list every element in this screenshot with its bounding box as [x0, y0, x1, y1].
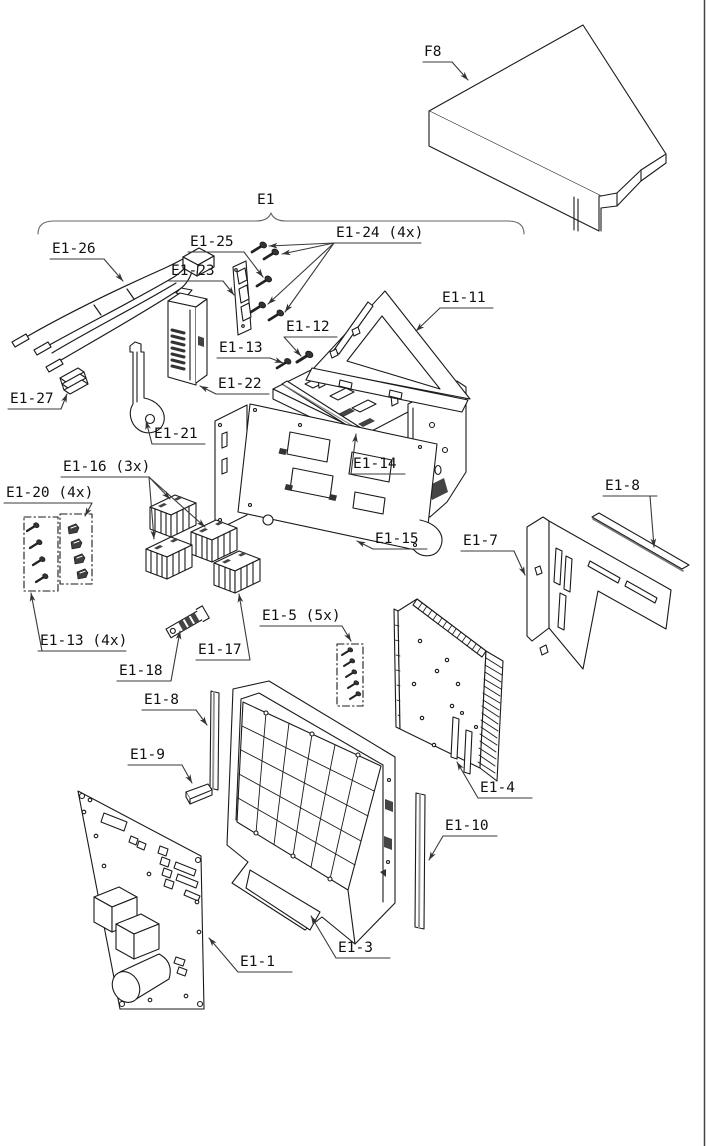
- part-e1-13-screw: [275, 355, 294, 370]
- part-label-e1-26: E1-26: [52, 241, 96, 257]
- part-e1-20-clip-box: [59, 513, 93, 585]
- part-e1-13-screw-box: [23, 516, 59, 592]
- part-e1-8-strip-lower: [209, 690, 220, 791]
- part-label-e1: E1: [257, 192, 275, 208]
- part-label-e1-3: E1-3: [338, 940, 373, 956]
- part-e1-3-chassis: [226, 680, 396, 945]
- part-label-e1-8-lower: E1-8: [144, 692, 179, 708]
- part-e1-21-bracket: [129, 341, 165, 434]
- part-e1-4-heatsink: [393, 598, 504, 782]
- part-label-e1-13: E1-13: [219, 340, 263, 356]
- part-e1-22-module: [167, 287, 208, 386]
- part-e1-23-pcb: [232, 260, 252, 336]
- part-label-e1-20: E1-20 (4x): [6, 485, 94, 501]
- part-label-e1-23: E1-23: [171, 263, 215, 279]
- part-label-e1-25: E1-25: [190, 234, 234, 250]
- part-label-e1-22: E1-22: [218, 376, 262, 392]
- part-label-e1-13-4x: E1-13 (4x): [40, 633, 128, 649]
- part-e1-7-bracket: [526, 516, 672, 670]
- leader-lines: [3, 61, 657, 973]
- part-label-e1-15: E1-15: [375, 531, 419, 547]
- part-label-e1-4: E1-4: [480, 780, 515, 796]
- part-e1-5-screw-box: [336, 643, 364, 707]
- part-label-e1-27: E1-27: [10, 391, 54, 407]
- part-e1-18-connector: [165, 605, 210, 639]
- part-e1-15-plate: [214, 403, 443, 557]
- part-label-e1-8-upper: E1-8: [605, 478, 640, 494]
- part-label-e1-17: E1-17: [198, 642, 242, 658]
- part-label-e1-10: E1-10: [445, 818, 489, 834]
- part-label-e1-9: E1-9: [130, 747, 165, 763]
- part-label-f8: F8: [424, 44, 442, 60]
- part-e1-1-pcb: [77, 790, 205, 1010]
- part-label-e1-11: E1-11: [442, 290, 486, 306]
- part-label-e1-5: E1-5 (5x): [262, 608, 341, 624]
- part-label-e1-24: E1-24 (4x): [336, 225, 424, 241]
- part-e1-25-screw: [255, 273, 275, 288]
- part-e1-11-bracket: [305, 290, 471, 413]
- part-label-e1-1: E1-1: [240, 954, 275, 970]
- part-e1-9-pad: [185, 783, 213, 805]
- e1-group-brace: [37, 212, 525, 235]
- part-label-e1-18: E1-18: [119, 663, 163, 679]
- part-label-e1-21: E1-21: [154, 426, 198, 442]
- part-e1-27-clip: [59, 367, 89, 395]
- part-label-e1-12: E1-12: [286, 319, 330, 335]
- part-e1-12-screw: [295, 348, 316, 364]
- part-label-e1-16: E1-16 (3x): [63, 459, 151, 475]
- part-f8-cover: [428, 24, 667, 232]
- part-label-e1-14: E1-14: [353, 456, 397, 472]
- part-label-e1-7: E1-7: [463, 533, 498, 549]
- part-e1-10-strip: [414, 792, 426, 930]
